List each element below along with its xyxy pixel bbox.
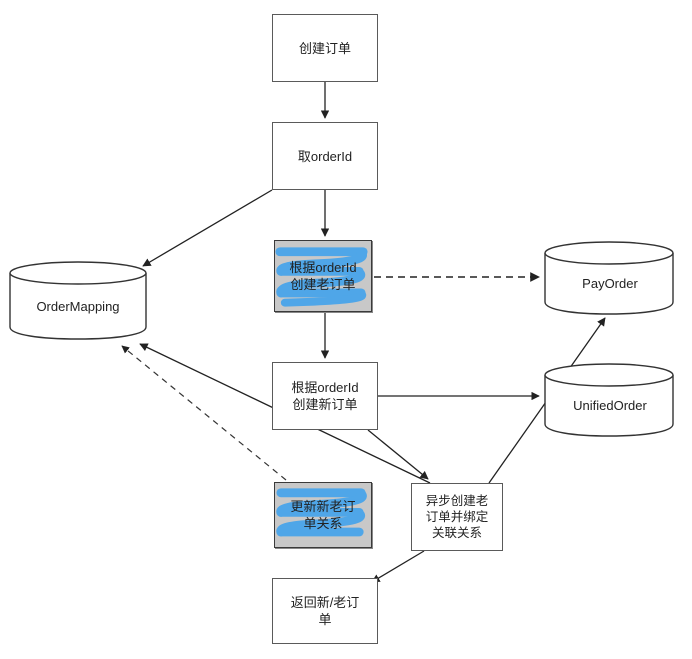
node-label: 更新新老订 单关系	[290, 499, 356, 531]
edge-new-to-async	[367, 429, 429, 480]
node-order-mapping[interactable]: OrderMapping	[8, 259, 148, 341]
node-label: 创建订单	[298, 40, 351, 56]
edge-update-to-mapping	[121, 345, 287, 481]
node-return-orders[interactable]: 返回新/老订 单	[272, 578, 378, 644]
node-pay-order[interactable]: PayOrder	[543, 240, 677, 316]
node-label: 异步创建老 订单并绑定 关联关系	[425, 494, 489, 540]
node-update-relation[interactable]: 更新新老订 单关系	[274, 482, 372, 548]
node-create-order[interactable]: 创建订单	[272, 14, 378, 82]
cylinder-icon	[544, 241, 674, 315]
node-get-orderid[interactable]: 取orderId	[272, 122, 378, 190]
cylinder-icon	[9, 261, 147, 340]
node-label: PayOrder	[582, 276, 638, 291]
edge-async-to-return	[371, 550, 425, 583]
node-create-old-order[interactable]: 根据orderId 创建老订单	[274, 240, 372, 312]
node-label: 根据orderId 创建新订单	[291, 380, 359, 412]
node-label: OrderMapping	[36, 299, 120, 314]
node-label: 返回新/老订 单	[290, 595, 360, 627]
node-label: 取orderId	[297, 148, 353, 164]
node-label: UnifiedOrder	[573, 398, 647, 413]
node-async-create-bind[interactable]: 异步创建老 订单并绑定 关联关系	[411, 483, 503, 551]
node-label: 根据orderId 创建老订单	[289, 260, 357, 292]
edge-get-to-mapping	[142, 189, 273, 267]
node-create-new-order[interactable]: 根据orderId 创建新订单	[272, 362, 378, 430]
node-unified-order[interactable]: UnifiedOrder	[543, 362, 677, 438]
